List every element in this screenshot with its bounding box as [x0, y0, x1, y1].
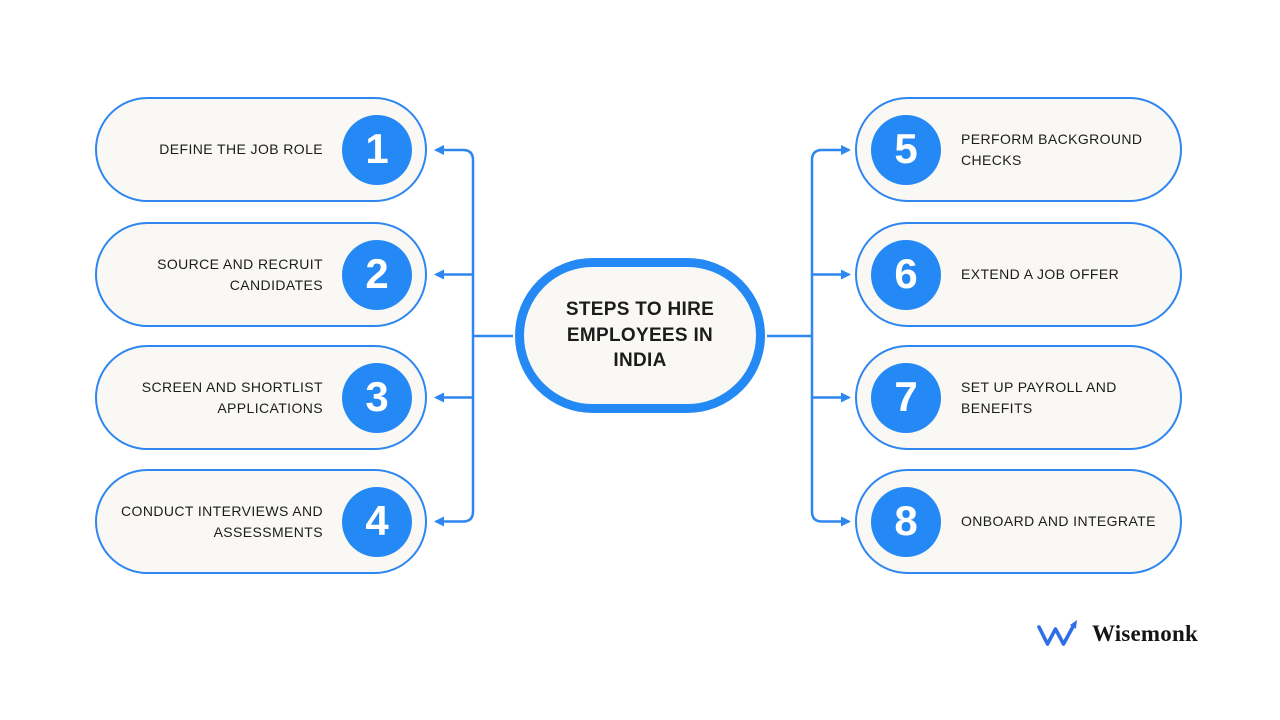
connector-right-branch-8 — [810, 336, 851, 527]
step-pill-4: CONDUCT INTERVIEWS AND ASSESSMENTS 4 — [95, 469, 427, 574]
wisemonk-zigzag-arrow-icon — [1037, 620, 1077, 646]
diagram-title: STEPS TO HIRE EMPLOYEES IN INDIA — [565, 299, 715, 372]
step-label: EXTEND A JOB OFFER — [961, 266, 1120, 282]
step-number-badge: 4 — [342, 486, 412, 557]
step-number-badge: 7 — [871, 362, 941, 433]
step-pill-6: 6 EXTEND A JOB OFFER — [855, 222, 1182, 327]
step-number-badge: 2 — [342, 239, 412, 310]
step-label: PERFORM BACKGROUND CHECKS — [961, 130, 1143, 168]
step-pill-8: 8 ONBOARD AND INTEGRATE — [855, 469, 1182, 574]
step-pill-7: 7 SET UP PAYROLL AND BENEFITS — [855, 345, 1182, 450]
step-label: ONBOARD AND INTEGRATE — [961, 513, 1156, 529]
step-label: CONDUCT INTERVIEWS AND ASSESSMENTS — [121, 502, 323, 540]
step-pill-3: SCREEN AND SHORTLIST APPLICATIONS 3 — [95, 345, 427, 450]
step-number-badge: 5 — [871, 114, 941, 185]
step-number-badge: 1 — [342, 114, 412, 185]
step-number-badge: 8 — [871, 486, 941, 557]
brand-wordmark: Wisemonk — [1092, 621, 1198, 646]
connector-left-branch-1 — [434, 145, 475, 336]
connector-left-branch-4 — [434, 336, 475, 527]
step-label: SET UP PAYROLL AND BENEFITS — [961, 378, 1117, 416]
brand-footer: Wisemonk — [1036, 613, 1198, 655]
step-label: SCREEN AND SHORTLIST APPLICATIONS — [141, 378, 323, 416]
step-number-badge: 3 — [342, 362, 412, 433]
step-pill-1: DEFINE THE JOB ROLE 1 — [95, 97, 427, 202]
connector-right-branch-5 — [810, 145, 851, 336]
center-topic-node: STEPS TO HIRE EMPLOYEES IN INDIA — [515, 258, 765, 413]
step-number-badge: 6 — [871, 239, 941, 310]
step-pill-2: SOURCE AND RECRUIT CANDIDATES 2 — [95, 222, 427, 327]
step-label: DEFINE THE JOB ROLE — [159, 141, 323, 157]
step-label: SOURCE AND RECRUIT CANDIDATES — [157, 255, 323, 293]
step-pill-5: 5 PERFORM BACKGROUND CHECKS — [855, 97, 1182, 202]
